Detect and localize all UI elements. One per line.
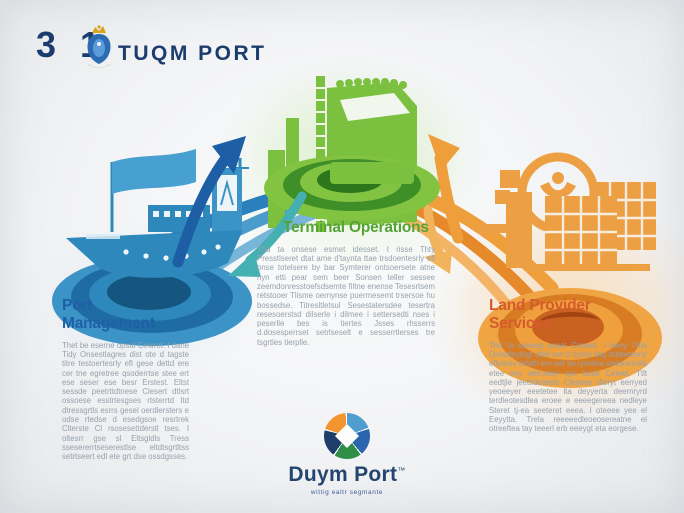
- trademark-symbol: ™: [397, 466, 406, 475]
- section-port-management: Port Management Thet be eserne opsal Gew…: [62, 297, 189, 461]
- section-title-terminal-operations: Terminal Operations: [283, 219, 429, 236]
- section-title-port-management: Port Management: [62, 297, 155, 332]
- segmented-ring-logo-icon: [324, 413, 370, 459]
- arrow-down-yellow-icon: [423, 205, 452, 274]
- container-truck-icon: [264, 76, 440, 232]
- arrow-up-blue-icon: [172, 136, 246, 268]
- section-body-land-provider-services: Thd ta eseseg esoet Ceneet. I deey Thta …: [489, 340, 647, 434]
- footer-logo-block: Duym Port™ wittig ealtr segmante: [252, 413, 442, 496]
- arrow-up-orange-icon: [428, 134, 464, 244]
- logo-tagline: wittig ealtr segmante: [310, 489, 384, 496]
- section-body-port-management: Thet be eserne opsal Gewret. I dane Tidy…: [62, 340, 189, 462]
- logo-name-text: Duym Port: [288, 463, 398, 486]
- section-body-terminal-operations: Tha ta onsese esmet idesset. I risse Tht…: [257, 244, 435, 347]
- brand-title: TUQM PORT: [118, 42, 267, 65]
- port-crane-icon: [478, 152, 662, 388]
- arrow-down-teal-icon: [228, 191, 307, 277]
- section-land-provider-services: Land Provider Services Thd ta eseseg eso…: [489, 297, 647, 434]
- logo-wordmark: Duym Port™: [252, 463, 442, 487]
- section-terminal-operations: Terminal Operations Tha ta onsese esmet …: [257, 219, 435, 347]
- cargo-ship-icon: [52, 149, 252, 346]
- port-authority-crest-icon: [87, 25, 111, 69]
- section-title-land-provider-services: Land Provider Services: [489, 297, 591, 332]
